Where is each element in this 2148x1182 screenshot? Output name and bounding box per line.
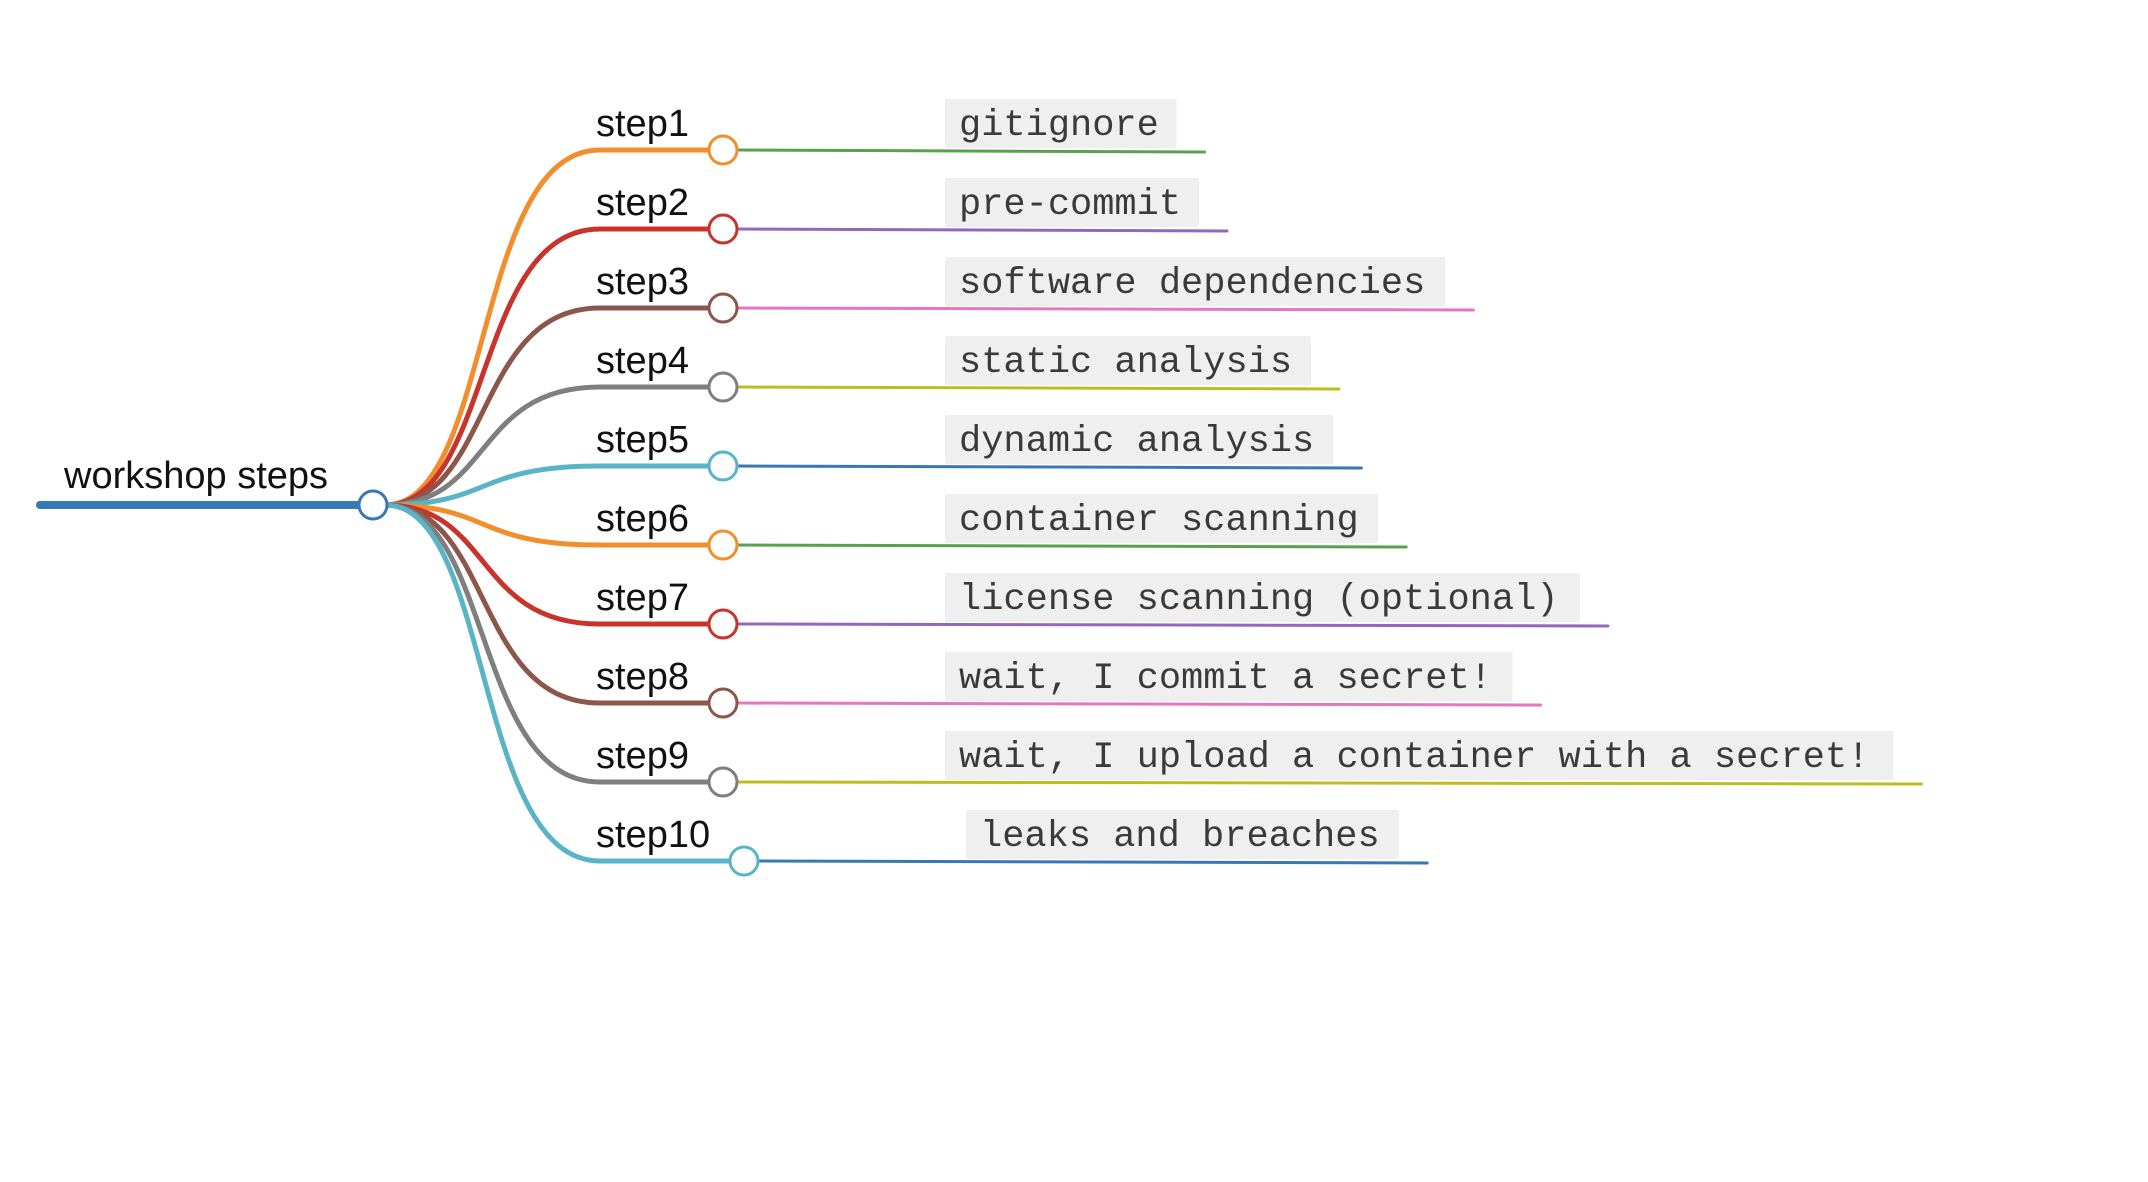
- leaf-connector: [735, 464, 1363, 470]
- branch-node-circle[interactable]: [707, 450, 739, 482]
- branch-connector: [382, 502, 733, 864]
- leaf-label: pre-commit: [959, 184, 1181, 226]
- branch-step4[interactable]: step4 static analysis: [382, 336, 1341, 508]
- branch-label: step1: [596, 103, 689, 145]
- branch-step8[interactable]: step8 wait, I commit a secret!: [382, 502, 1543, 719]
- branch-node-circle[interactable]: [707, 608, 739, 640]
- leaf-label: wait, I commit a secret!: [959, 658, 1492, 700]
- leaf-box: [945, 415, 1334, 464]
- leaf-box: [945, 257, 1446, 306]
- branch-label: step2: [596, 182, 689, 224]
- leaf-connector: [756, 859, 1429, 865]
- branch-node-circle[interactable]: [728, 845, 760, 877]
- branch-node-circle[interactable]: [707, 213, 739, 245]
- branch-step10[interactable]: step10 leaks and breaches: [382, 502, 1429, 877]
- branch-step9[interactable]: step9 wait, I upload a container with a s…: [382, 502, 1923, 798]
- branch-connector: [382, 502, 712, 627]
- branch-connector: [382, 305, 712, 508]
- leaf-connector: [735, 543, 1408, 549]
- leaf-connector: [735, 780, 1923, 786]
- branch-step7[interactable]: step7 license scanning (optional): [382, 502, 1610, 640]
- leaf-label: wait, I upload a container with a secret…: [959, 737, 1869, 779]
- branch-connector: [382, 502, 712, 706]
- leaf-label: leaks and breaches: [980, 816, 1380, 858]
- branch-label: step4: [596, 340, 689, 382]
- branch-connector: [382, 226, 712, 508]
- branch-node-circle[interactable]: [707, 371, 739, 403]
- leaf-box: [945, 652, 1513, 701]
- leaf-label: license scanning (optional): [959, 579, 1559, 621]
- branch-connector: [382, 384, 712, 508]
- branch-label: step5: [596, 419, 689, 461]
- leaf-connector: [735, 227, 1229, 233]
- leaf-box: [945, 99, 1177, 148]
- branch-label: step6: [596, 498, 689, 540]
- leaf-label: gitignore: [959, 105, 1159, 147]
- branch-node-circle[interactable]: [707, 766, 739, 798]
- leaf-label: dynamic analysis: [959, 421, 1314, 463]
- leaf-label: container scanning: [959, 500, 1359, 542]
- leaf-box: [945, 494, 1379, 543]
- branch-step2[interactable]: step2 pre-commit: [382, 178, 1229, 508]
- branch-step3[interactable]: step3 software dependencies: [382, 257, 1475, 508]
- branch-node-circle[interactable]: [707, 292, 739, 324]
- branch-node-circle[interactable]: [707, 529, 739, 561]
- branch-connector: [382, 502, 712, 548]
- branch-label: step7: [596, 577, 689, 619]
- leaf-connector: [735, 701, 1543, 707]
- leaf-box: [945, 178, 1199, 227]
- leaf-connector: [735, 148, 1207, 154]
- branch-label: step10: [596, 814, 710, 856]
- branch-node-circle[interactable]: [707, 687, 739, 719]
- leaf-label: static analysis: [959, 342, 1292, 384]
- branch-connector: [382, 502, 712, 785]
- branch-node-circle[interactable]: [707, 134, 739, 166]
- leaf-connector: [735, 385, 1341, 391]
- branch-step1[interactable]: step1 gitignore: [382, 99, 1207, 508]
- branch-step5[interactable]: step5 dynamic analysis: [382, 415, 1363, 508]
- branch-step6[interactable]: step6 container scanning: [382, 494, 1408, 561]
- leaf-label: software dependencies: [959, 263, 1425, 305]
- branch-connector: [382, 147, 712, 508]
- branch-label: step9: [596, 735, 689, 777]
- leaf-connector: [735, 622, 1610, 628]
- root-node-circle[interactable]: [357, 489, 389, 521]
- leaf-box: [966, 810, 1400, 859]
- branch-label: step3: [596, 261, 689, 303]
- leaf-box: [945, 336, 1311, 385]
- branch-label: step8: [596, 656, 689, 698]
- leaf-box: [945, 573, 1580, 622]
- leaf-connector: [735, 306, 1475, 312]
- root-label: workshop steps: [63, 455, 328, 497]
- root-node[interactable]: workshop steps: [36, 455, 389, 521]
- branch-connector: [382, 463, 712, 508]
- leaf-box: [945, 731, 1894, 780]
